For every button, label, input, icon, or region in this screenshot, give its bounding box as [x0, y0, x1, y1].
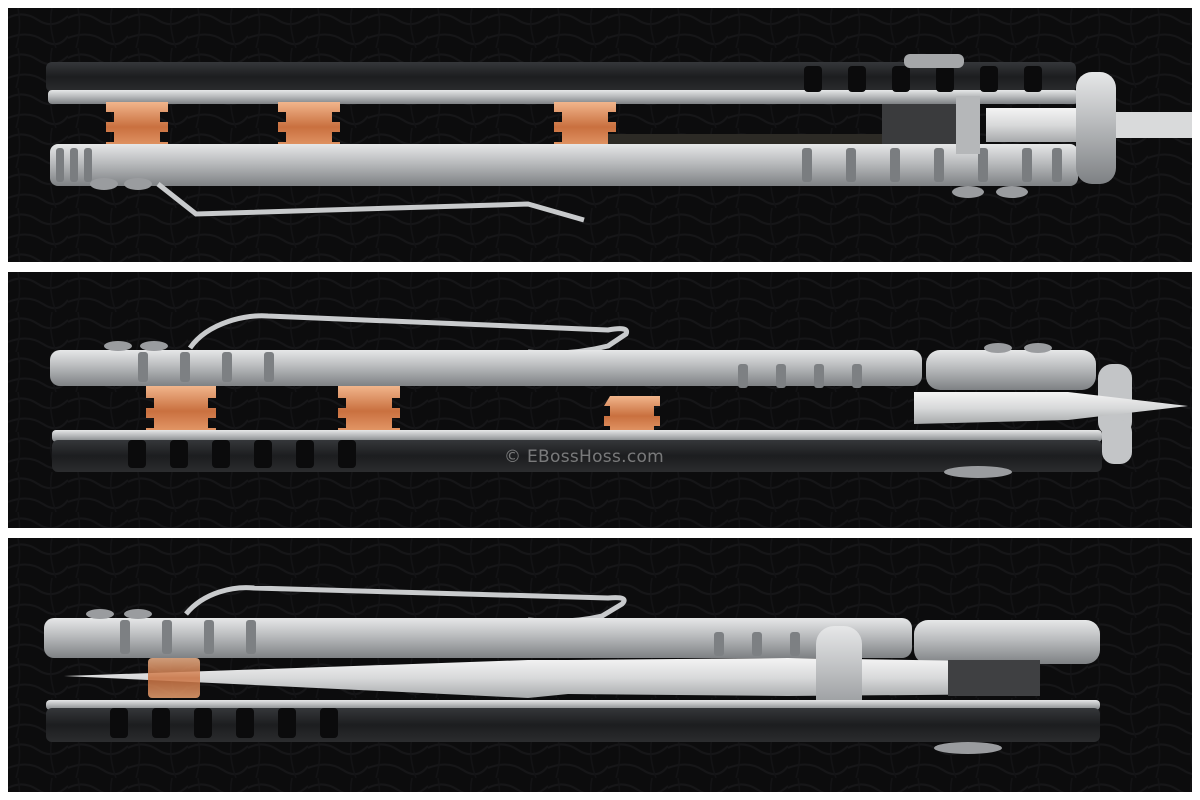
photo-panel-bottom: [8, 538, 1192, 792]
knife-spine-view-closed: [8, 272, 1192, 528]
knife-spine-view: [8, 8, 1192, 262]
photo-panel-top: [8, 8, 1192, 262]
knife-edge-view: [8, 538, 1192, 792]
watermark-text: © EBossHoss.com: [504, 447, 665, 467]
photo-panel-middle: © EBossHoss.com: [8, 272, 1192, 528]
